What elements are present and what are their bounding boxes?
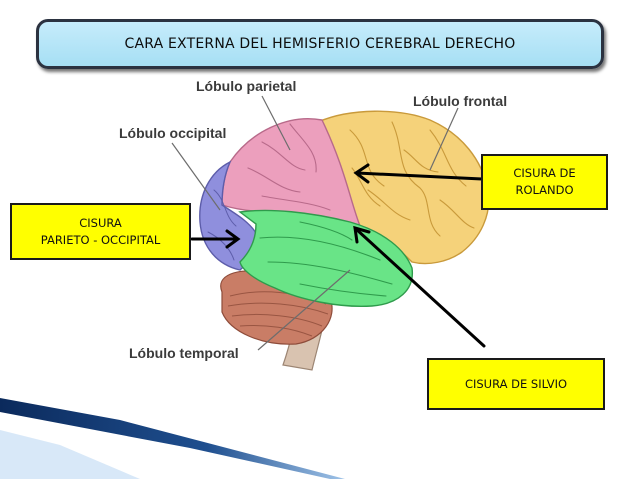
- corner-ribbon-decoration: [0, 398, 345, 479]
- label-frontal-lobe: Lóbulo frontal: [413, 93, 508, 109]
- callout-cisura-rolando: CISURA DE ROLANDO: [481, 154, 608, 210]
- callout-rolando-line1: CISURA DE: [513, 166, 576, 181]
- callout-silvio-text: CISURA DE SILVIO: [464, 376, 568, 391]
- callout-cisura-silvio: CISURA DE SILVIO: [427, 358, 605, 410]
- callout-arrows: [190, 163, 486, 348]
- page-title: CARA EXTERNA DEL HEMISFERIO CEREBRAL DER…: [124, 36, 516, 52]
- temporal-lobe: [238, 209, 413, 308]
- callout-parieto-line1: CISURA: [79, 215, 122, 230]
- callout-parieto-line2: PARIETO - OCCIPITAL: [40, 232, 161, 247]
- title-box: CARA EXTERNA DEL HEMISFERIO CEREBRAL DER…: [36, 19, 604, 69]
- brain-gyri-lines: [207, 121, 475, 297]
- label-occipital-lobe: Lóbulo occipital: [119, 125, 227, 141]
- callout-cisura-parieto-occipital: CISURA PARIETO - OCCIPITAL: [10, 203, 191, 260]
- label-parietal-lobe: Lóbulo parietal: [196, 78, 297, 94]
- label-leader-lines: [171, 95, 459, 351]
- corner-ribbon-lower: [0, 430, 140, 479]
- label-temporal-lobe: Lóbulo temporal: [129, 345, 239, 361]
- callout-rolando-line2: ROLANDO: [515, 183, 574, 197]
